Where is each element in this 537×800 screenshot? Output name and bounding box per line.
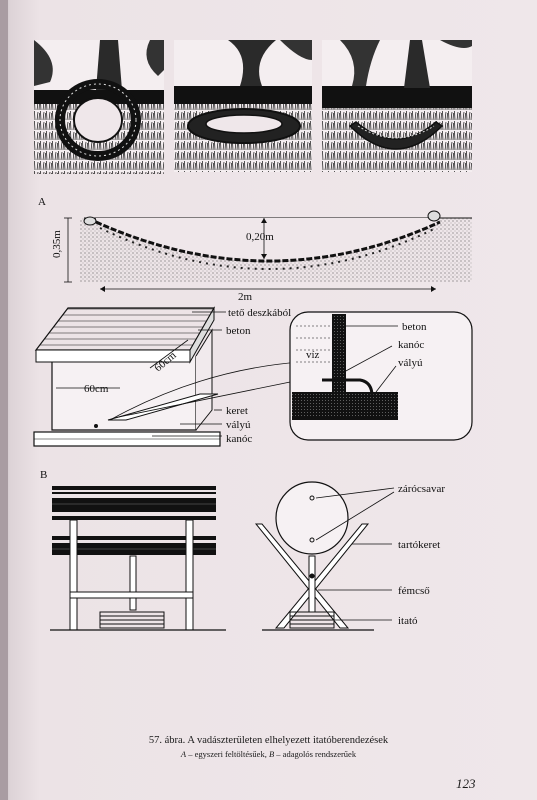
detail-inset (289, 311, 473, 441)
box-trough-label: vályú (226, 419, 251, 431)
subcaption-text-a: – egyszeri feltöltésűek, (186, 749, 269, 759)
figure-caption: 57. ábra. A vadászterületen elhelyezett … (148, 735, 389, 746)
book-spine (0, 0, 8, 800)
barrel-side-view (50, 486, 226, 631)
section-label-b: B (40, 469, 47, 481)
barrel-front-view (254, 481, 395, 631)
tire-illustration-2 (174, 40, 312, 172)
metal-pipe-label: fémcső (398, 585, 430, 597)
box-wick-label: kanóc (226, 433, 252, 445)
subcaption-text-b: – adagolós rendszerűek (274, 749, 357, 759)
tire-illustration-3 (322, 40, 472, 172)
dip-label: 0,20m (246, 231, 274, 243)
section-label-a: A (38, 196, 46, 208)
depth-label: 0,35m (51, 230, 63, 258)
detail-concrete-label: beton (402, 321, 427, 333)
detail-trough-label: vályú (398, 357, 423, 369)
dimension-1: 60cm (84, 383, 109, 395)
cap-label: zárócsavar (398, 483, 445, 495)
drinker-label: itató (398, 615, 418, 627)
box-drinker (33, 306, 301, 447)
support-frame-label: tartókeret (398, 539, 440, 551)
ground-cross-section (64, 210, 472, 292)
subcaption-letter-a: A (180, 749, 187, 759)
frame-label: keret (226, 405, 248, 417)
detail-wick-label: kanóc (398, 339, 424, 351)
width-label: 2m (238, 291, 253, 303)
page-number: 123 (456, 776, 476, 791)
figure-subcaption: A – egyszeri feltöltésűek, B – adagolós … (0, 749, 537, 759)
subcaption-letter-b: B (268, 749, 275, 759)
tire-illustration-1 (34, 40, 164, 174)
box-concrete-label: beton (226, 325, 251, 337)
roof-label: tető deszkából (228, 307, 291, 319)
water-label: víz (306, 349, 320, 361)
